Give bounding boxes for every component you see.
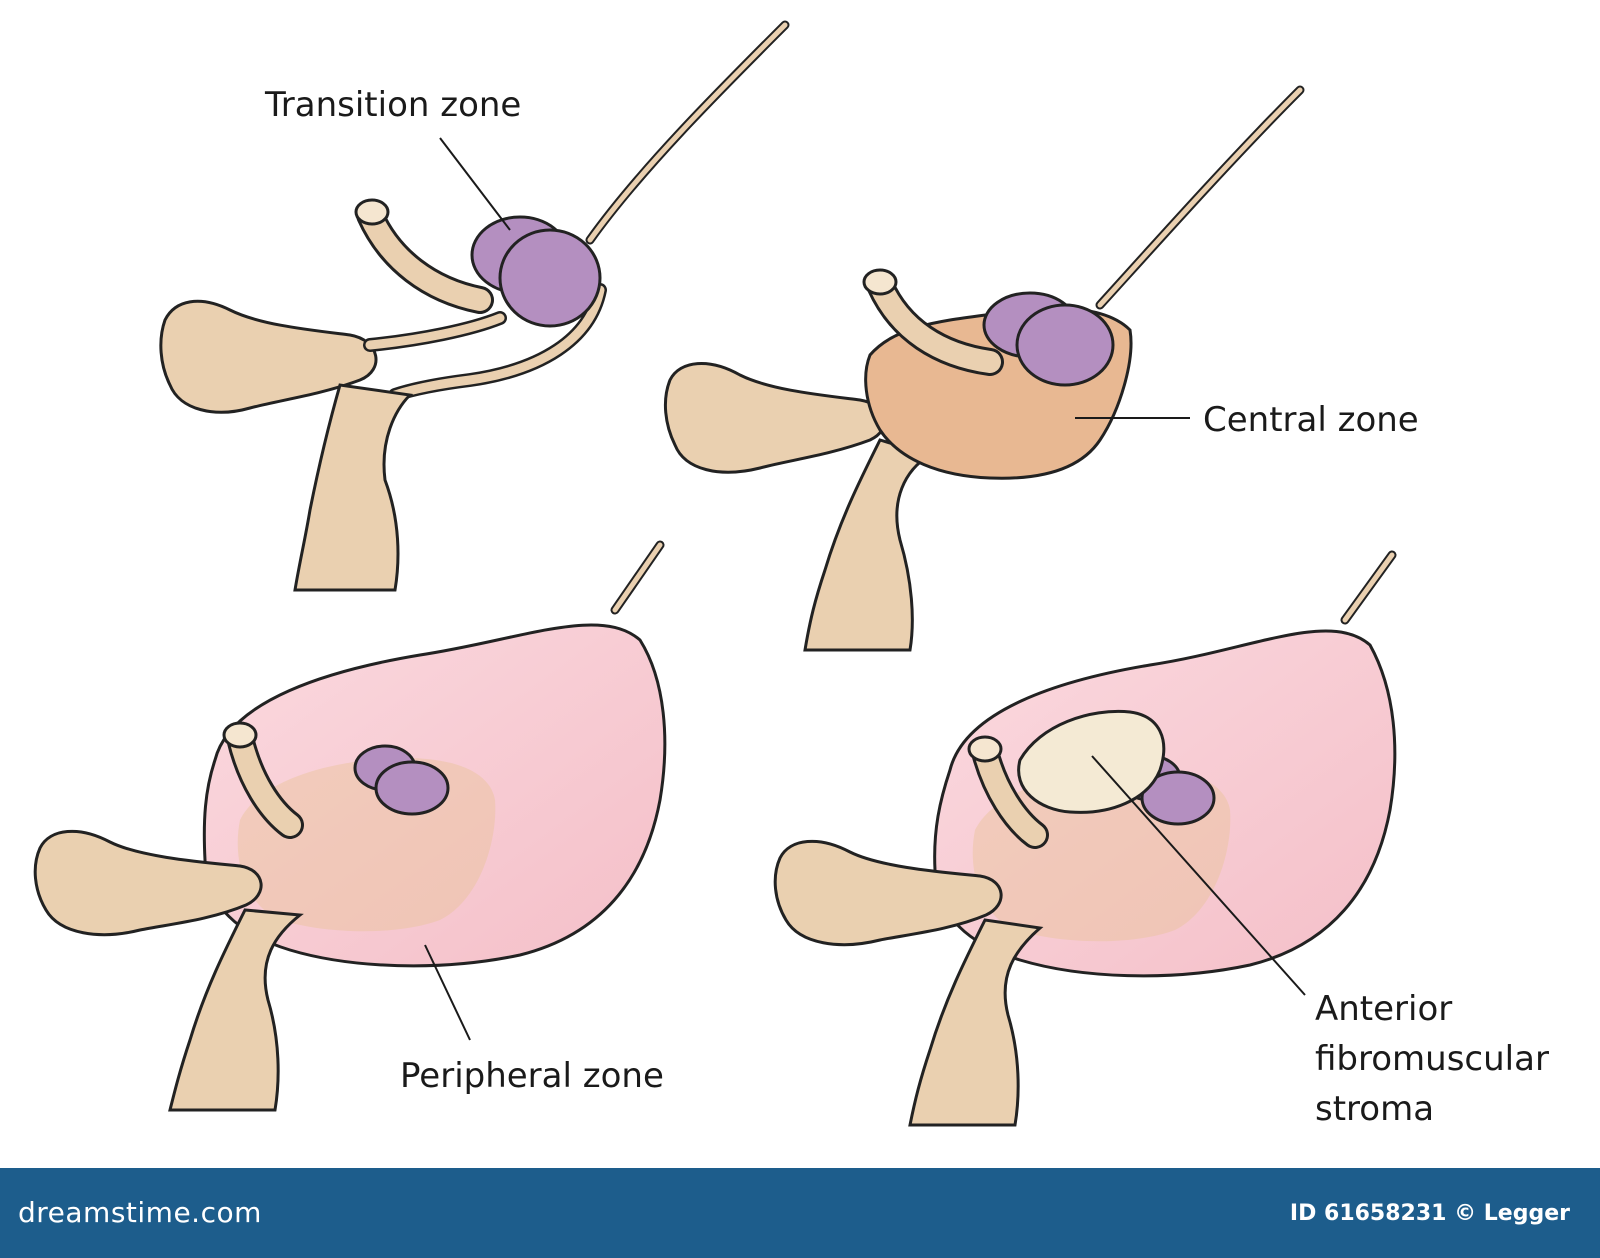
transition-zone-label: Transition zone <box>264 85 521 125</box>
urethra-opening <box>967 735 1003 763</box>
transition-zone-lobe-front <box>1140 770 1216 826</box>
urethra-distal <box>612 542 663 613</box>
footer-bar: dreamstime.com ID 61658231 © Legger <box>0 1168 1600 1258</box>
footer-brand[interactable]: dreamstime.com <box>18 1196 262 1229</box>
transition-zone-leader <box>439 137 511 231</box>
urethra-distal <box>1342 552 1395 623</box>
peripheral-zone-leader <box>424 944 471 1041</box>
transition-zone-lobe-front <box>374 760 450 816</box>
anterior-stroma-label-line2: fibromuscular <box>1315 1039 1549 1079</box>
anterior-stroma-label-line3: stroma <box>1315 1089 1434 1129</box>
peripheral-zone-label: Peripheral zone <box>400 1056 664 1096</box>
central-zone-label: Central zone <box>1203 400 1419 440</box>
vas-deferens-left <box>908 918 1044 1127</box>
urethra-opening <box>354 198 390 226</box>
urethra-opening <box>862 268 898 296</box>
anterior-stroma-leader <box>1091 755 1306 996</box>
seminal-vesicle-left <box>33 829 263 937</box>
seminal-vesicle-left <box>773 839 1003 947</box>
transition-zone-lobe-front <box>1015 303 1115 387</box>
vas-deferens-left <box>803 438 934 652</box>
seminal-vesicle-left <box>664 362 887 474</box>
vas-deferens-left <box>168 908 304 1112</box>
panel-transition-zone: Transition zone <box>159 20 790 592</box>
vas-deferens-left <box>293 383 414 592</box>
panel-peripheral-zone: Peripheral zone <box>33 540 667 1112</box>
urethra-distal <box>587 22 788 243</box>
anterior-fibromuscular-stroma <box>1017 709 1166 814</box>
footer-credit: ID 61658231 © Legger <box>1289 1201 1570 1226</box>
transition-zone-lobe-front <box>498 228 602 328</box>
urethra-distal <box>1097 87 1303 308</box>
panel-central-zone: Central zone <box>664 85 1419 652</box>
seminal-vesicle-left <box>159 299 378 414</box>
urethra-opening <box>222 721 258 749</box>
panel-anterior-stroma: Anterior fibromuscular stroma <box>773 550 1549 1129</box>
anterior-stroma-label-line1: Anterior <box>1315 989 1452 1029</box>
